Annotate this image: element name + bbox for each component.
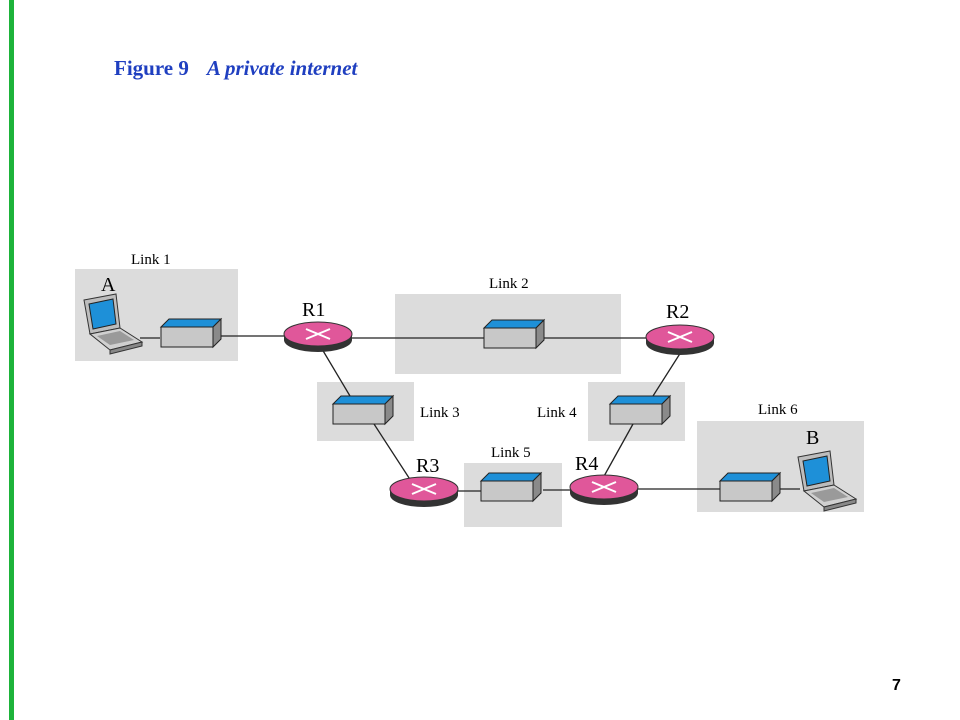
router-r4 (569, 474, 639, 506)
figure-label: Figure 9 (114, 56, 189, 80)
link3-label: Link 3 (420, 405, 460, 421)
link2-label: Link 2 (489, 276, 529, 292)
link6-label: Link 6 (758, 402, 798, 418)
router-r2-label: R2 (666, 301, 689, 323)
link1-label: Link 1 (131, 252, 171, 268)
accent-bar (9, 0, 14, 720)
router-r1 (283, 321, 353, 353)
router-r3 (389, 476, 459, 508)
router-r2 (645, 324, 715, 356)
router-r4-label: R4 (575, 453, 598, 475)
host-b-label: B (806, 427, 819, 449)
figure-title: Figure 9 A private internet (114, 56, 357, 81)
connection-lines (140, 335, 800, 492)
switch-link1 (160, 318, 222, 348)
link5-label: Link 5 (491, 445, 531, 461)
switch-link2 (483, 319, 545, 349)
switch-link5 (480, 472, 542, 502)
link4-label: Link 4 (537, 405, 577, 421)
figure-caption: A private internet (206, 56, 358, 80)
switch-link6 (719, 472, 781, 502)
host-a-label: A (101, 274, 116, 296)
router-r3-label: R3 (416, 455, 439, 477)
switch-link3 (332, 395, 394, 425)
switch-link4 (609, 395, 671, 425)
page-number: 7 (892, 677, 901, 694)
router-r1-label: R1 (302, 299, 325, 321)
